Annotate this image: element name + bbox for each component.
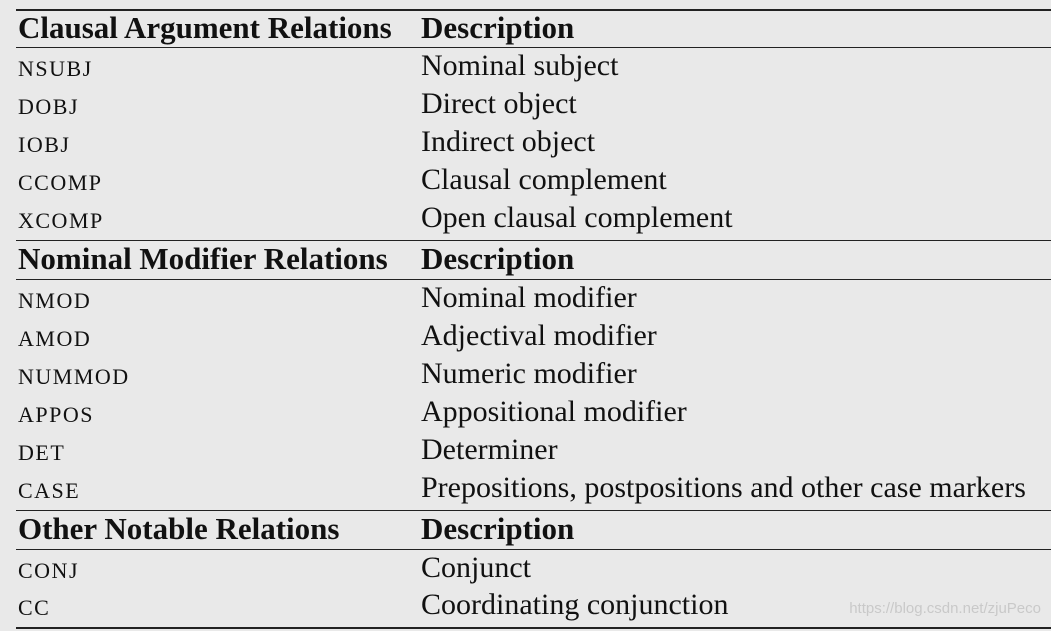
relation-name: CCOMP [18,170,103,195]
table-bottom-rule [16,627,1051,629]
table-row: CCOMP Clausal complement [0,164,1051,202]
table-row: NSUBJ Nominal subject [0,50,1051,88]
relation-description: Prepositions, postpositions and other ca… [421,472,1026,504]
table-row: XCOMP Open clausal complement [0,202,1051,240]
relation-description: Coordinating conjunction [421,589,729,621]
table-row: NMOD Nominal modifier [0,282,1051,320]
relation-name: NSUBJ [18,56,93,81]
relation-name: CASE [18,478,81,503]
relation-description: Determiner [421,434,558,466]
watermark: https://blog.csdn.net/zjuPeco [849,600,1041,617]
relation-name: CONJ [18,558,80,583]
relation-description: Appositional modifier [421,396,687,428]
relation-description: Conjunct [421,552,531,584]
relation-name: DET [18,440,66,465]
relation-name: DOBJ [18,94,80,119]
relation-name: CC [18,595,51,620]
section-header: Nominal Modifier Relations [18,241,388,276]
relation-description: Indirect object [421,126,596,158]
relation-name: IOBJ [18,132,71,157]
relation-description: Numeric modifier [421,358,637,390]
section-header-row: Nominal Modifier Relations Description [0,242,1051,280]
table-row: DET Determiner [0,434,1051,472]
section-rule [16,47,1051,48]
table-row: DOBJ Direct object [0,88,1051,126]
section-header: Other Notable Relations [18,511,340,546]
section-rule [16,549,1051,550]
section-header-description: Description [421,512,575,546]
section-header-description: Description [421,242,575,276]
section-rule [16,510,1051,511]
relation-description: Nominal subject [421,50,619,82]
table-row: APPOS Appositional modifier [0,396,1051,434]
relation-description: Open clausal complement [421,202,733,234]
table-row: AMOD Adjectival modifier [0,320,1051,358]
relation-name: NUMMOD [18,364,130,389]
section-header-row: Other Notable Relations Description [0,512,1051,550]
relation-name: NMOD [18,288,92,313]
relation-name: AMOD [18,326,92,351]
table-row: CC Coordinating conjunction [0,589,1051,627]
table-row: CONJ Conjunct [0,552,1051,590]
table-row: NUMMOD Numeric modifier [0,358,1051,396]
table-top-rule [16,9,1051,11]
table-row: IOBJ Indirect object [0,126,1051,164]
relation-description: Adjectival modifier [421,320,657,352]
relation-name: XCOMP [18,208,104,233]
section-header-row: Clausal Argument Relations Description [0,11,1051,49]
relation-name: APPOS [18,402,94,427]
section-rule [16,240,1051,241]
section-header-description: Description [421,11,575,45]
relation-description: Direct object [421,88,577,120]
relation-description: Clausal complement [421,164,667,196]
section-rule [16,279,1051,280]
table-row: CASE Prepositions, postpositions and oth… [0,472,1051,510]
relation-description: Nominal modifier [421,282,637,314]
section-header: Clausal Argument Relations [18,10,392,45]
